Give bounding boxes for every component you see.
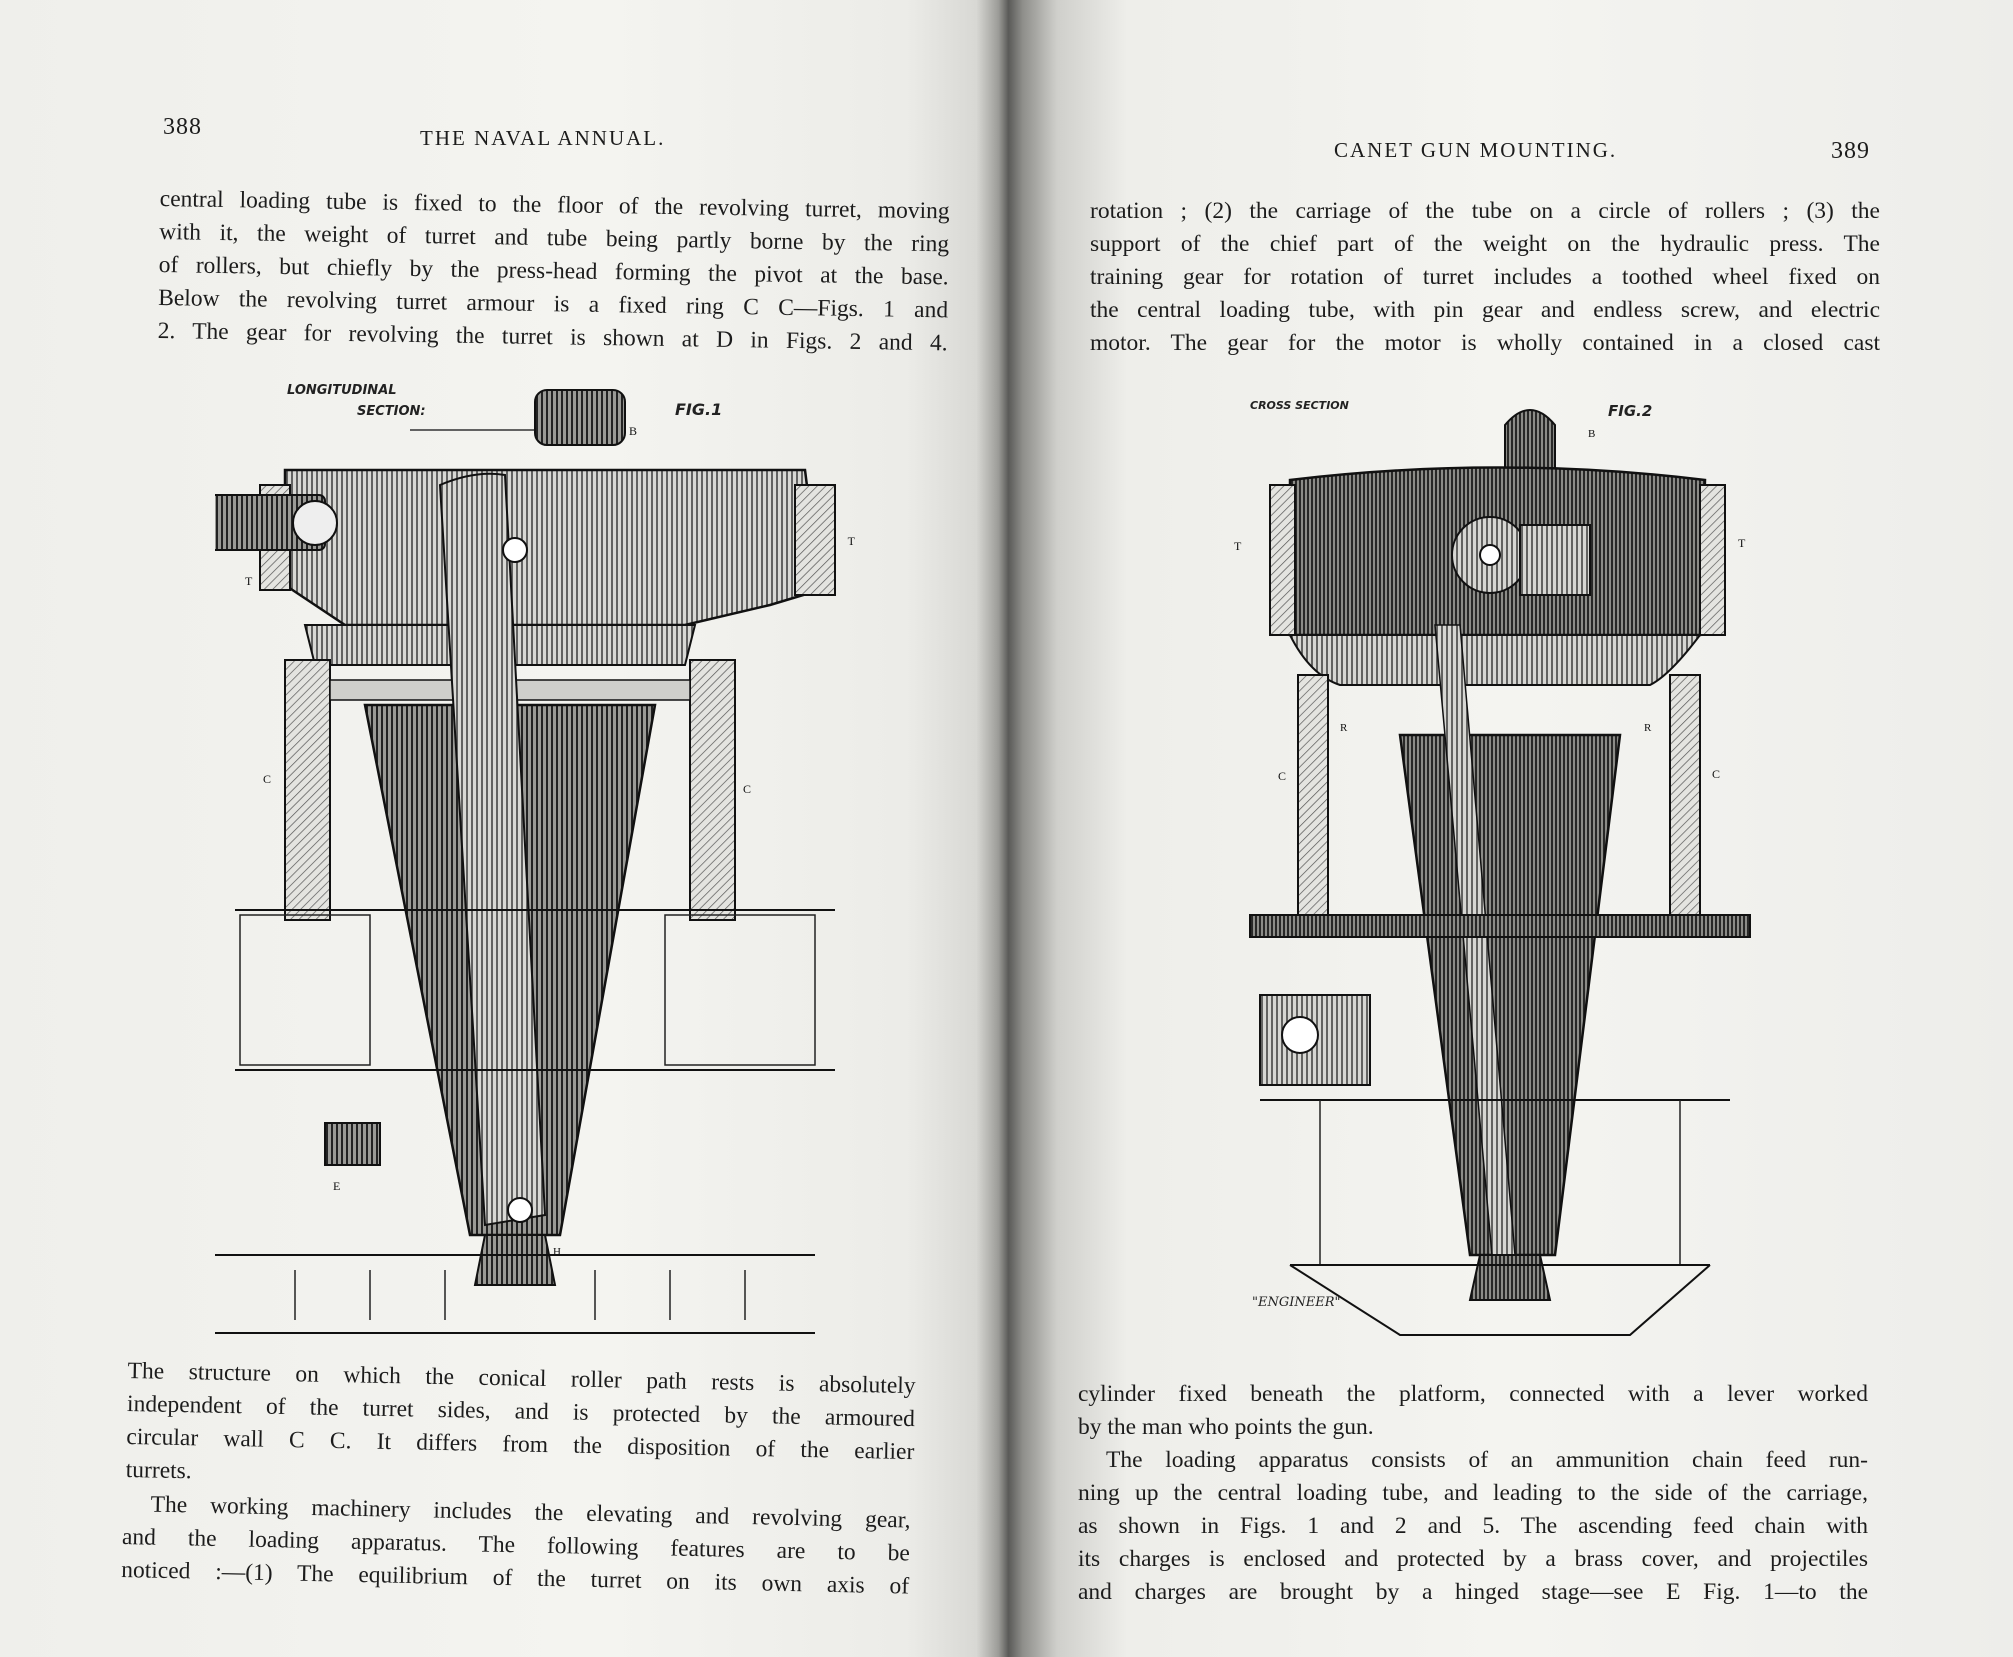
fig2-caption-fig: FIG.2: [1608, 402, 1652, 420]
fig1-label-c-right: C: [743, 782, 751, 796]
fig1-turret-body: [283, 468, 822, 627]
fig2-wheel-hub: [1479, 544, 1501, 566]
running-head-right: CANET GUN MOUNTING.: [1334, 138, 1618, 162]
text-line: cylinder fixed beneath the platform, con…: [1078, 1381, 1868, 1407]
fig2-label-t-left: T: [1234, 539, 1242, 553]
fig1-caption-longitudinal: LONGITUDINAL: [287, 383, 397, 398]
fig2-turret-floor: [1288, 634, 1703, 686]
text-line: support of the chief part of the weight …: [1090, 231, 1880, 257]
figure-1-drawing: LONGITUDINAL SECTION: FIG.1 B T T: [215, 383, 855, 1334]
figure-2-drawing: CROSS SECTION FIG.2 B T T: [1234, 399, 1751, 1336]
fig1-label-e: E: [333, 1179, 340, 1193]
fig2-armour-left: [1269, 484, 1296, 636]
fig2-foundation: [1289, 1264, 1711, 1336]
fig1-caption-section: SECTION:: [357, 404, 426, 419]
running-head-left: THE NAVAL ANNUAL.: [420, 126, 666, 150]
fig1-caption-fig: FIG.1: [675, 400, 722, 419]
fig1-press-head: [473, 1234, 557, 1286]
fig1-loading-tube: [438, 472, 547, 1227]
fig2-conical-tube: [1398, 733, 1622, 1257]
text-line: and charges are brought by a hinged stag…: [1078, 1579, 1868, 1605]
fig1-label-b: B: [629, 424, 637, 438]
fig1-sprocket-bottom: [507, 1197, 533, 1223]
text-line: rotation ; (2) the carriage of the tube …: [1090, 198, 1880, 224]
right-bottom-paragraph-1: cylinder fixed beneath the platform, con…: [1078, 1378, 1868, 1444]
fig1-label-t-right: T: [848, 534, 855, 548]
text-line: motor. The gear for the motor is wholly …: [1090, 330, 1880, 356]
fig1-trunnion: [292, 500, 338, 546]
fig2-armour-right: [1699, 484, 1726, 636]
right-bottom-paragraph-2: The loading apparatus consists of an amm…: [1078, 1444, 1868, 1609]
fig2-stanchions: [1319, 1100, 1681, 1265]
text-line: ning up the central loading tube, and le…: [1078, 1480, 1868, 1506]
left-page: 388 THE NAVAL ANNUAL. central loading tu…: [0, 0, 1000, 1657]
text-line: by the man who points the gun.: [1078, 1414, 1374, 1440]
text-line: the central loading tube, with pin gear …: [1090, 297, 1880, 323]
fig1-label-t-left: T: [245, 574, 253, 588]
fig2-label-r-right: R: [1644, 722, 1652, 734]
left-bottom-paragraph-2: The working machinery includes the eleva…: [121, 1488, 911, 1603]
fig1-hood: [534, 389, 626, 446]
fig2-press-head: [1468, 1254, 1552, 1301]
right-page: CANET GUN MOUNTING. 389 rotation ; (2) t…: [1010, 0, 2013, 1657]
fig2-label-r-left: R: [1340, 722, 1348, 734]
fig1-ring-right: [689, 659, 736, 921]
engraver-signature: "ENGINEER": [1252, 1295, 1341, 1310]
text-line: training gear for rotation of turret inc…: [1090, 264, 1880, 290]
fig1-ring-left: [284, 659, 331, 921]
fig2-label-c-right: C: [1712, 767, 1720, 781]
text-line: The loading apparatus consists of an amm…: [1106, 1447, 1868, 1473]
text-line: its charges is enclosed and protected by…: [1078, 1546, 1868, 1572]
figure-1-longitudinal-section: LONGITUDINAL SECTION: FIG.1 B T T: [215, 375, 855, 1335]
page-number-left: 388: [163, 114, 202, 140]
fig1-deck-box-right: [664, 914, 816, 1066]
left-top-paragraph: central loading tube is fixed to the flo…: [157, 183, 949, 360]
right-top-paragraph: rotation ; (2) the carriage of the tube …: [1090, 195, 1880, 360]
fig1-turret-armour-right: [794, 484, 836, 596]
fig2-label-c-left: C: [1278, 769, 1286, 783]
fig1-label-c-left: C: [263, 772, 271, 786]
fig2-hood: [1504, 409, 1556, 476]
fig2-label-b: B: [1588, 428, 1595, 440]
figure-2-cross-section: CROSS SECTION FIG.2 B T T: [1230, 395, 1770, 1345]
fig1-sprocket-top: [502, 537, 528, 563]
fig2-motor-drum: [1281, 1016, 1319, 1054]
fig2-caption-cross-section: CROSS SECTION: [1250, 399, 1349, 412]
fig1-label-h: H: [553, 1246, 561, 1258]
fig2-gearbox: [1519, 524, 1591, 596]
fig1-foundation-cells: [294, 1270, 746, 1320]
fig1-hinged-stage: [324, 1122, 381, 1166]
fig2-label-t-right: T: [1738, 536, 1746, 550]
fig2-ring-right: [1669, 674, 1701, 916]
left-bottom-paragraph-1: The structure on which the conical rolle…: [125, 1355, 916, 1502]
fig2-deck: [1249, 914, 1751, 938]
text-line: as shown in Figs. 1 and 2 and 5. The asc…: [1078, 1513, 1868, 1539]
fig2-ring-left: [1297, 674, 1329, 916]
fig1-deck-box-left: [239, 914, 371, 1066]
page-number-right: 389: [1831, 138, 1870, 164]
